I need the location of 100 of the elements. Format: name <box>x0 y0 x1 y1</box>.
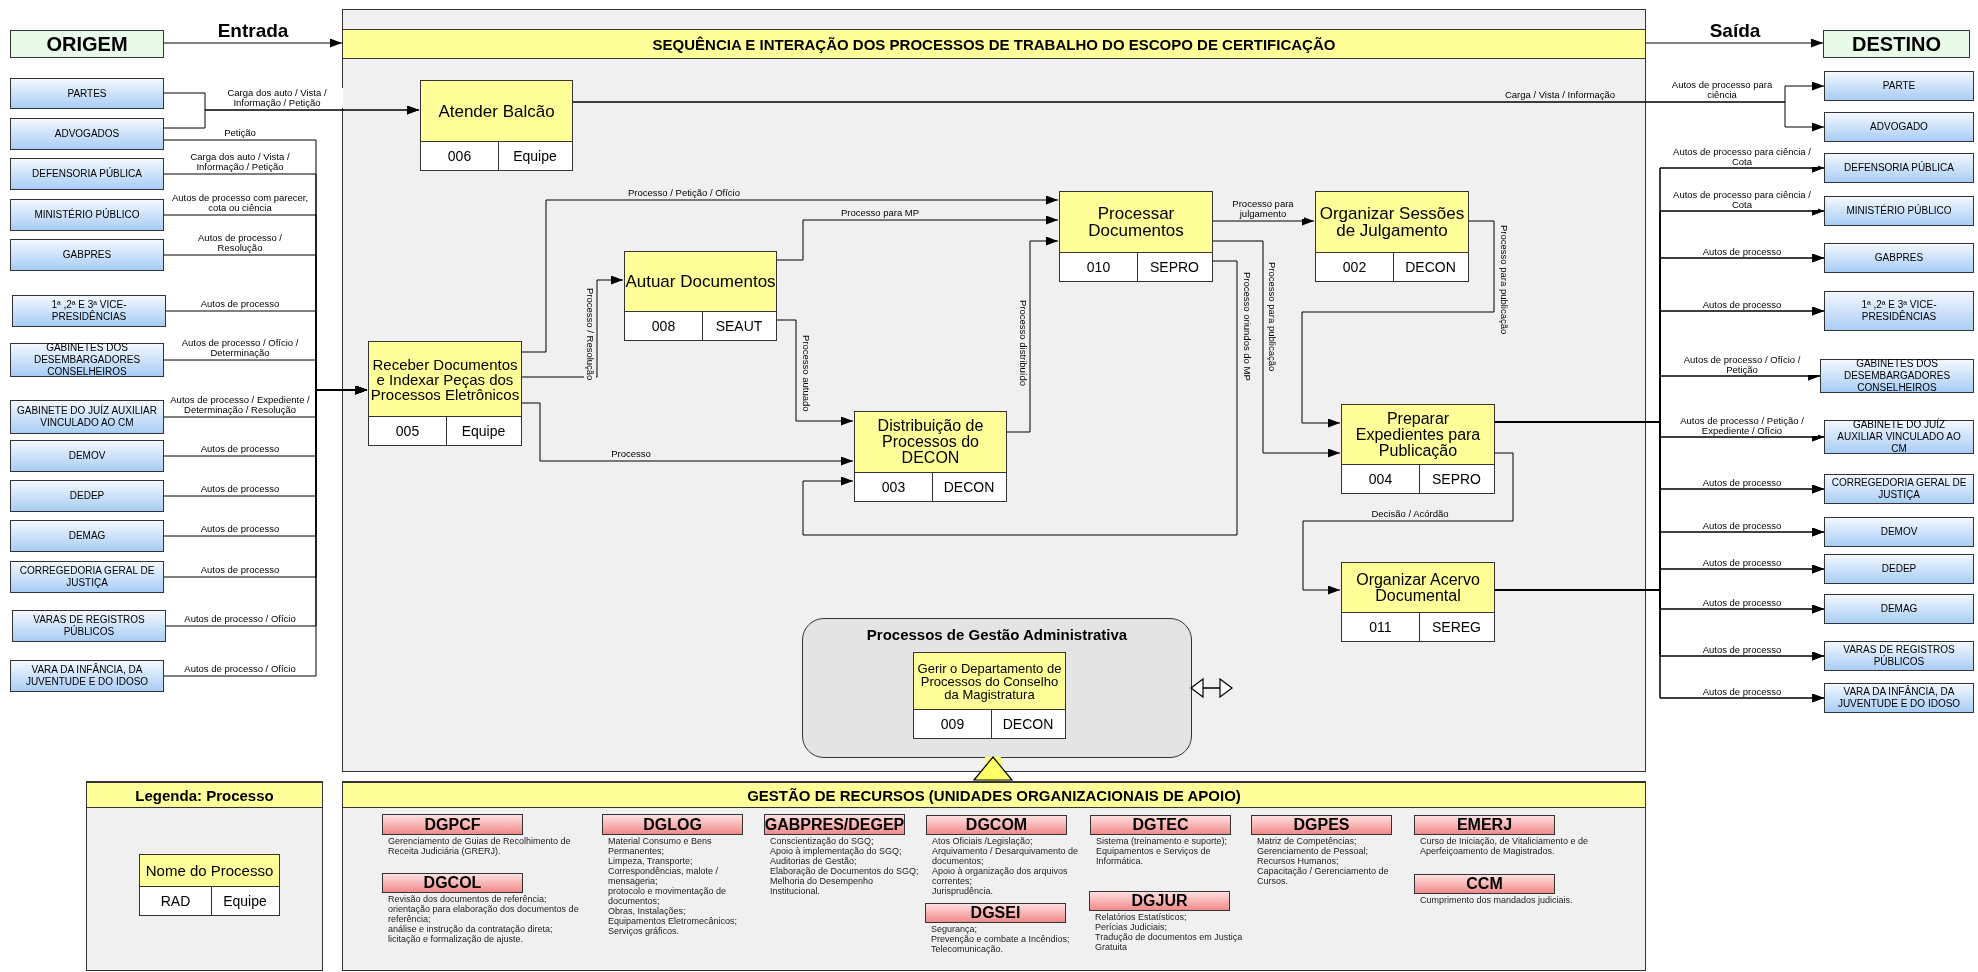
entity-box: DEMOV <box>10 440 164 472</box>
bullet-text: Atos Oficiais /Legislação; <box>932 836 1034 846</box>
team-cell-text: Equipe <box>222 891 268 911</box>
terminal-box: DESTINO <box>1823 30 1970 58</box>
arrow <box>520 195 1059 353</box>
bullet-text: Arquivamento / Desarquivamento de documentos; <box>932 846 1080 866</box>
entity-box: CORREGEDORIA GERAL DE JUSTIÇA <box>1824 474 1974 504</box>
team-cell-text: SEPRO <box>1431 469 1482 489</box>
arrow <box>520 402 854 466</box>
double-arrow <box>1190 678 1233 698</box>
number-cell: 005 <box>369 416 447 445</box>
edge-label: Processo distribuído <box>1017 300 1029 387</box>
process-title: Organizar Sessões de Julgamento <box>1316 192 1468 253</box>
group-title: Processos de Gestão Administrativa <box>865 624 1129 645</box>
edge-label: Processo <box>610 449 652 459</box>
unit-box: CCM <box>1414 874 1555 894</box>
entity-box: GABINETE DO JUÍZ AUXILIAR VINCULADO AO CM <box>10 400 164 434</box>
arrow <box>1645 38 1824 48</box>
bullet-text: Elaboração de Documentos do SGQ; <box>770 866 920 876</box>
edge-label: Autos de processo <box>199 524 281 534</box>
unit-box: DGPES <box>1251 815 1392 835</box>
edge-label: Decisão / Acórdão <box>1370 509 1450 519</box>
bullet-text: Segurança; <box>931 924 979 934</box>
team-cell-text: DECON <box>942 477 996 497</box>
process-box <box>1341 562 1495 642</box>
bullet-text: Gerenciamento de Guias de Recolhimento de Receita Judiciária (GRERJ). <box>388 836 572 856</box>
bullet-text: Melhoria do Desempenho Institucional. <box>770 876 875 896</box>
group-panel <box>802 618 1192 758</box>
team-cell-text: Equipe <box>460 421 507 441</box>
arrow <box>802 260 1238 536</box>
terminal-box: ORIGEM <box>10 30 164 58</box>
team-cell-text: DECON <box>1404 257 1457 277</box>
bullet-text: Curso de Iniciação, de Vitaliciamento e de Aperfeiçoamento de Magistrados. <box>1420 836 1589 856</box>
process-title: Organizar Acervo Documental <box>1342 563 1494 613</box>
bullet-text: Limpeza, Transporte; <box>608 856 694 866</box>
edge-label: Carga / Vista / Informação <box>1503 90 1617 100</box>
process-title: Processar Documentos <box>1060 192 1212 253</box>
bullet-text: Relatórios Estatísticos; <box>1095 912 1188 922</box>
arrow <box>1211 216 1315 226</box>
entity-box: ADVOGADOS <box>10 118 164 150</box>
number-cell: RAD <box>140 886 212 915</box>
unit-box: DGTEC <box>1090 815 1231 835</box>
panel-title: Legenda: Processo <box>87 782 322 808</box>
bullet-text: Cumprimento dos mandados judiciais. <box>1420 895 1574 905</box>
edge-label: Autos de processo <box>1701 558 1783 568</box>
bullet-text: Apoio à organização dos arquivos correntes; <box>932 866 1069 886</box>
entity-box: DEFENSORIA PÚBLICA <box>1824 153 1974 183</box>
bullet-text: licitação e formalização de ajuste. <box>388 934 525 944</box>
process-box <box>368 341 522 446</box>
process-box <box>913 652 1066 739</box>
edge-label: Autos de processo <box>1701 645 1783 655</box>
edge-label: Autos de processo <box>199 565 281 575</box>
bullet-text: Material Consumo e Bens Permanentes; <box>608 836 713 856</box>
team-cell-text: Equipe <box>512 146 558 166</box>
process-box <box>420 80 573 171</box>
edge-label: Autos de processo <box>1701 521 1783 531</box>
entity-box: GABPRES <box>1824 243 1974 273</box>
entity-box: GABINETE DO JUÍZ AUXILIAR VINCULADO AO CM <box>1824 420 1974 454</box>
number-cell: 008 <box>625 311 703 340</box>
edge-label: Processo para publicação <box>1498 225 1510 335</box>
bullet-text: Tradução de documentos em Justiça Gratuita <box>1095 932 1244 952</box>
edge-label: Autos de processo <box>1701 598 1783 608</box>
arrow <box>571 101 1825 132</box>
unit-box: EMERJ <box>1414 815 1555 835</box>
bullet-text: Revisão dos documentos de referência; <box>388 894 548 904</box>
number-cell: 010 <box>1060 252 1138 281</box>
team-cell-text: SEREG <box>1431 617 1482 637</box>
edge-label: Autos de processo <box>199 299 281 309</box>
team-cell-text: SEPRO <box>1149 257 1200 277</box>
arrow <box>1211 240 1341 458</box>
bullet-text: Equipamentos Eletromecânicos; <box>608 916 739 926</box>
edge-label: Processo oriundos do MP <box>1241 272 1253 381</box>
edge-label: Autos de processo <box>1701 247 1783 257</box>
process-box <box>854 411 1007 502</box>
entity-box: 1ª ,2ª E 3ª VICE-PRESIDÊNCIAS <box>1824 291 1974 331</box>
entity-box: DEDEP <box>1824 554 1974 584</box>
bullet-text: Sistema (treinamento e suporte); <box>1096 836 1229 846</box>
team-cell-text: SEAUT <box>714 316 764 336</box>
bullet-text: protocolo e movimentação de documentos; <box>608 886 728 906</box>
unit-box: DGCOM <box>926 815 1067 835</box>
entity-box: DEMAG <box>10 520 164 552</box>
legend-panel <box>86 781 323 971</box>
unit-box: DGJUR <box>1089 891 1230 911</box>
edge-label: Autos de processo / Ofício <box>183 614 297 624</box>
arrow <box>775 319 854 426</box>
arrow <box>163 105 420 129</box>
unit-box: DGCOL <box>382 873 523 893</box>
number-cell: 004 <box>1342 464 1420 493</box>
entity-box: ADVOGADO <box>1824 112 1974 142</box>
bullet-text: Auditorias de Gestão; <box>770 856 858 866</box>
process-box <box>1059 191 1213 282</box>
team-cell-text: DECON <box>1001 714 1055 734</box>
arrow <box>775 215 1059 261</box>
entity-box: GABINETES DOS DESEMBARGADORES CONSELHEIROS <box>10 343 164 377</box>
edge-label: Autos de processo <box>1701 687 1783 697</box>
bullet-text: Recursos Humanos; <box>1257 856 1340 866</box>
unit-box: DGSEI <box>925 903 1066 923</box>
process-title: Preparar Expedientes para Publicação <box>1342 405 1494 465</box>
unit-box: DGLOG <box>602 814 743 835</box>
entity-box: 1ª ,2ª E 3ª VICE-PRESIDÊNCIAS <box>12 295 166 327</box>
